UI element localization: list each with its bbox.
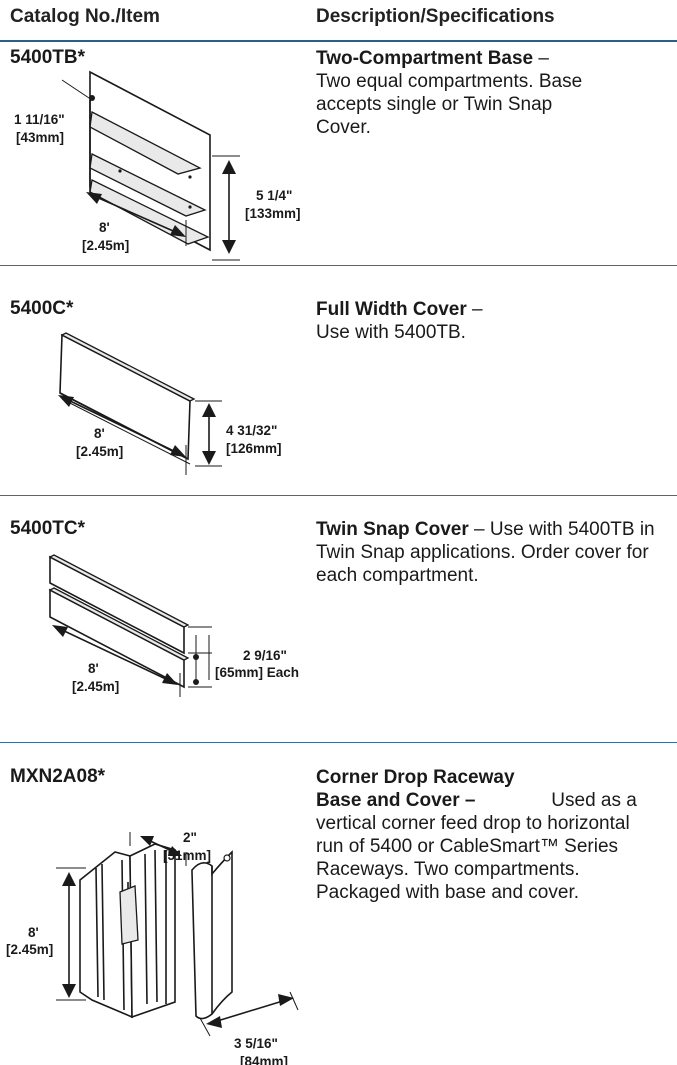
- row-divider: [0, 495, 677, 496]
- length-dimension-metric: [2.45m]: [82, 238, 129, 253]
- depth-dimension-inches: 1 11/16": [14, 112, 65, 127]
- cover-width-mm: [84mm]: [240, 1054, 288, 1065]
- length-dimension-feet: 8': [94, 426, 105, 441]
- item-title: Corner Drop Raceway Base and Cover –: [316, 767, 515, 811]
- height-dimension-inches: 2 9/16": [243, 648, 287, 663]
- length-dimension-feet: 8': [88, 661, 99, 676]
- catalog-number: 5400C*: [10, 298, 74, 319]
- depth-dimension-mm: [43mm]: [16, 130, 64, 145]
- item-title: Full Width Cover: [316, 299, 467, 320]
- item-description: Twin Snap Cover – Use with 5400TB in Twi…: [316, 518, 656, 587]
- full-width-cover-drawing: 4 31/32" [126mm] 8' [2.45m]: [58, 332, 282, 475]
- item-body: Two equal compartments. Base accepts sin…: [316, 71, 583, 138]
- column-header-description: Description/Specifications: [316, 6, 555, 27]
- catalog-number: 5400TC*: [10, 518, 85, 539]
- column-header-catalog: Catalog No./Item: [10, 6, 160, 27]
- height-dimension-inches: 5 1/4": [256, 188, 292, 203]
- catalog-number: MXN2A08*: [10, 766, 106, 787]
- length-dimension-metric: [2.45m]: [6, 942, 53, 957]
- height-dimension-mm: [126mm]: [226, 441, 282, 456]
- item-title: Twin Snap Cover: [316, 519, 469, 540]
- row-divider: [0, 265, 677, 266]
- item-title-dash: –: [468, 519, 485, 540]
- height-dimension-inches: 4 31/32": [226, 423, 277, 438]
- catalog-number: 5400TB*: [10, 47, 85, 68]
- width-dimension-inches: 2": [183, 830, 197, 845]
- table-header: Catalog No./Item Description/Specificati…: [0, 0, 677, 42]
- two-compartment-base-drawing: 1 11/16" [43mm] 5 1/4" [133mm] 8' [2.45m…: [14, 70, 301, 261]
- item-body: Use with 5400TB in Twin Snap application…: [316, 519, 655, 586]
- item-body: Used as a vertical corner feed drop to h…: [316, 790, 637, 903]
- item-title-dash: –: [466, 299, 483, 320]
- item-title-dash: –: [533, 48, 549, 69]
- twin-snap-cover-drawing: 2 9/16" [65mm] Each 8' [2.45m]: [48, 554, 299, 697]
- height-dimension-mm: [133mm]: [245, 206, 301, 221]
- corner-drop-raceway-drawing: 2" [51mm] 8' [2.45m] 3 5/16" [84mm]: [6, 830, 299, 1065]
- length-dimension-metric: [2.45m]: [76, 444, 123, 459]
- item-description: Two-Compartment Base – Two equal compart…: [316, 47, 656, 139]
- row-divider: [0, 742, 677, 743]
- cover-width-inches: 3 5/16": [234, 1036, 278, 1051]
- item-body: Use with 5400TB.: [316, 322, 466, 343]
- length-dimension-feet: 8': [28, 925, 39, 940]
- item-description: Full Width Cover – Use with 5400TB.: [316, 298, 656, 344]
- length-dimension-metric: [2.45m]: [72, 679, 119, 694]
- item-title: Two-Compartment Base: [316, 48, 534, 69]
- item-description: Corner Drop Raceway Base and Cover – Use…: [316, 766, 656, 904]
- height-dimension-mm: [65mm] Each: [215, 665, 299, 680]
- width-dimension-mm: [51mm]: [163, 848, 211, 863]
- length-dimension-feet: 8': [99, 220, 110, 235]
